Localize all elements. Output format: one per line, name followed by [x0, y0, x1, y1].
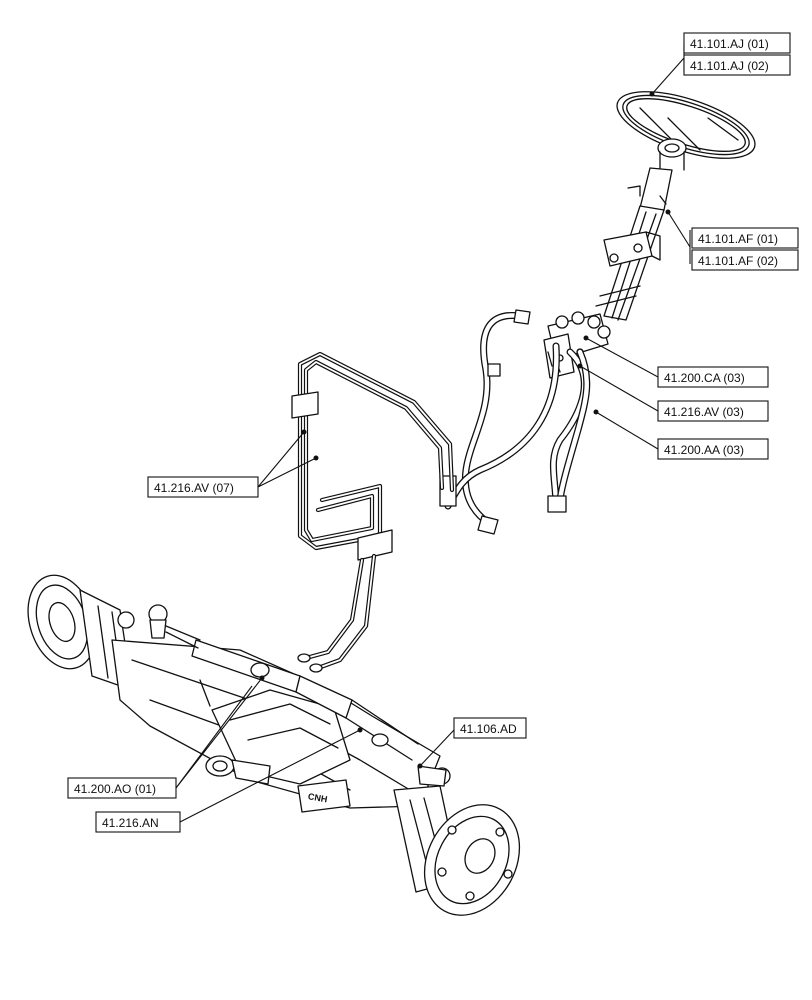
- callout-supply-hoses[interactable]: 41.200.AA (03): [657, 438, 769, 460]
- callout-labels: 41.101.AJ (01) 41.101.AJ (02) 41.101.AF …: [67, 32, 799, 833]
- callout-steering-wheel-1[interactable]: 41.101.AJ (01): [683, 32, 791, 54]
- svg-text:41.216.AV (03): 41.216.AV (03): [664, 405, 744, 419]
- svg-text:41.200.AA (03): 41.200.AA (03): [664, 443, 744, 457]
- callout-steering-unit[interactable]: 41.200.CA (03): [657, 366, 769, 388]
- callout-rigid-lines[interactable]: 41.216.AV (07): [147, 476, 259, 498]
- svg-text:41.216.AN: 41.216.AN: [102, 816, 159, 830]
- callout-cylinder[interactable]: 41.200.AO (01): [67, 777, 177, 799]
- leader-lines: [175, 44, 691, 823]
- front-axle: CNH: [27, 574, 521, 916]
- callout-tie-rod[interactable]: 41.216.AN: [95, 811, 181, 833]
- steering-wheel: [616, 91, 756, 173]
- hydraulic-hoses: [439, 309, 591, 535]
- callout-steering-wheel-2[interactable]: 41.101.AJ (02): [683, 54, 791, 76]
- callout-valve-hoses[interactable]: 41.216.AV (03): [657, 400, 769, 422]
- svg-text:41.106.AD: 41.106.AD: [460, 722, 517, 736]
- svg-text:41.101.AJ (02): 41.101.AJ (02): [690, 59, 769, 73]
- svg-text:41.101.AJ (01): 41.101.AJ (01): [690, 37, 769, 51]
- callout-axle-cylinder[interactable]: 41.106.AD: [453, 717, 527, 739]
- svg-text:41.200.CA (03): 41.200.CA (03): [664, 371, 745, 385]
- axle-logo: CNH: [307, 791, 328, 804]
- svg-text:41.101.AF (02): 41.101.AF (02): [698, 254, 778, 268]
- svg-text:41.216.AV (07): 41.216.AV (07): [154, 481, 234, 495]
- steering-column: [595, 167, 673, 321]
- callout-steering-column-2[interactable]: 41.101.AF (02): [691, 249, 799, 271]
- svg-text:41.200.AO (01): 41.200.AO (01): [74, 782, 156, 796]
- rigid-steering-lines: [291, 351, 455, 673]
- callout-steering-column-1[interactable]: 41.101.AF (01): [691, 227, 799, 249]
- svg-text:41.101.AF (01): 41.101.AF (01): [698, 232, 778, 246]
